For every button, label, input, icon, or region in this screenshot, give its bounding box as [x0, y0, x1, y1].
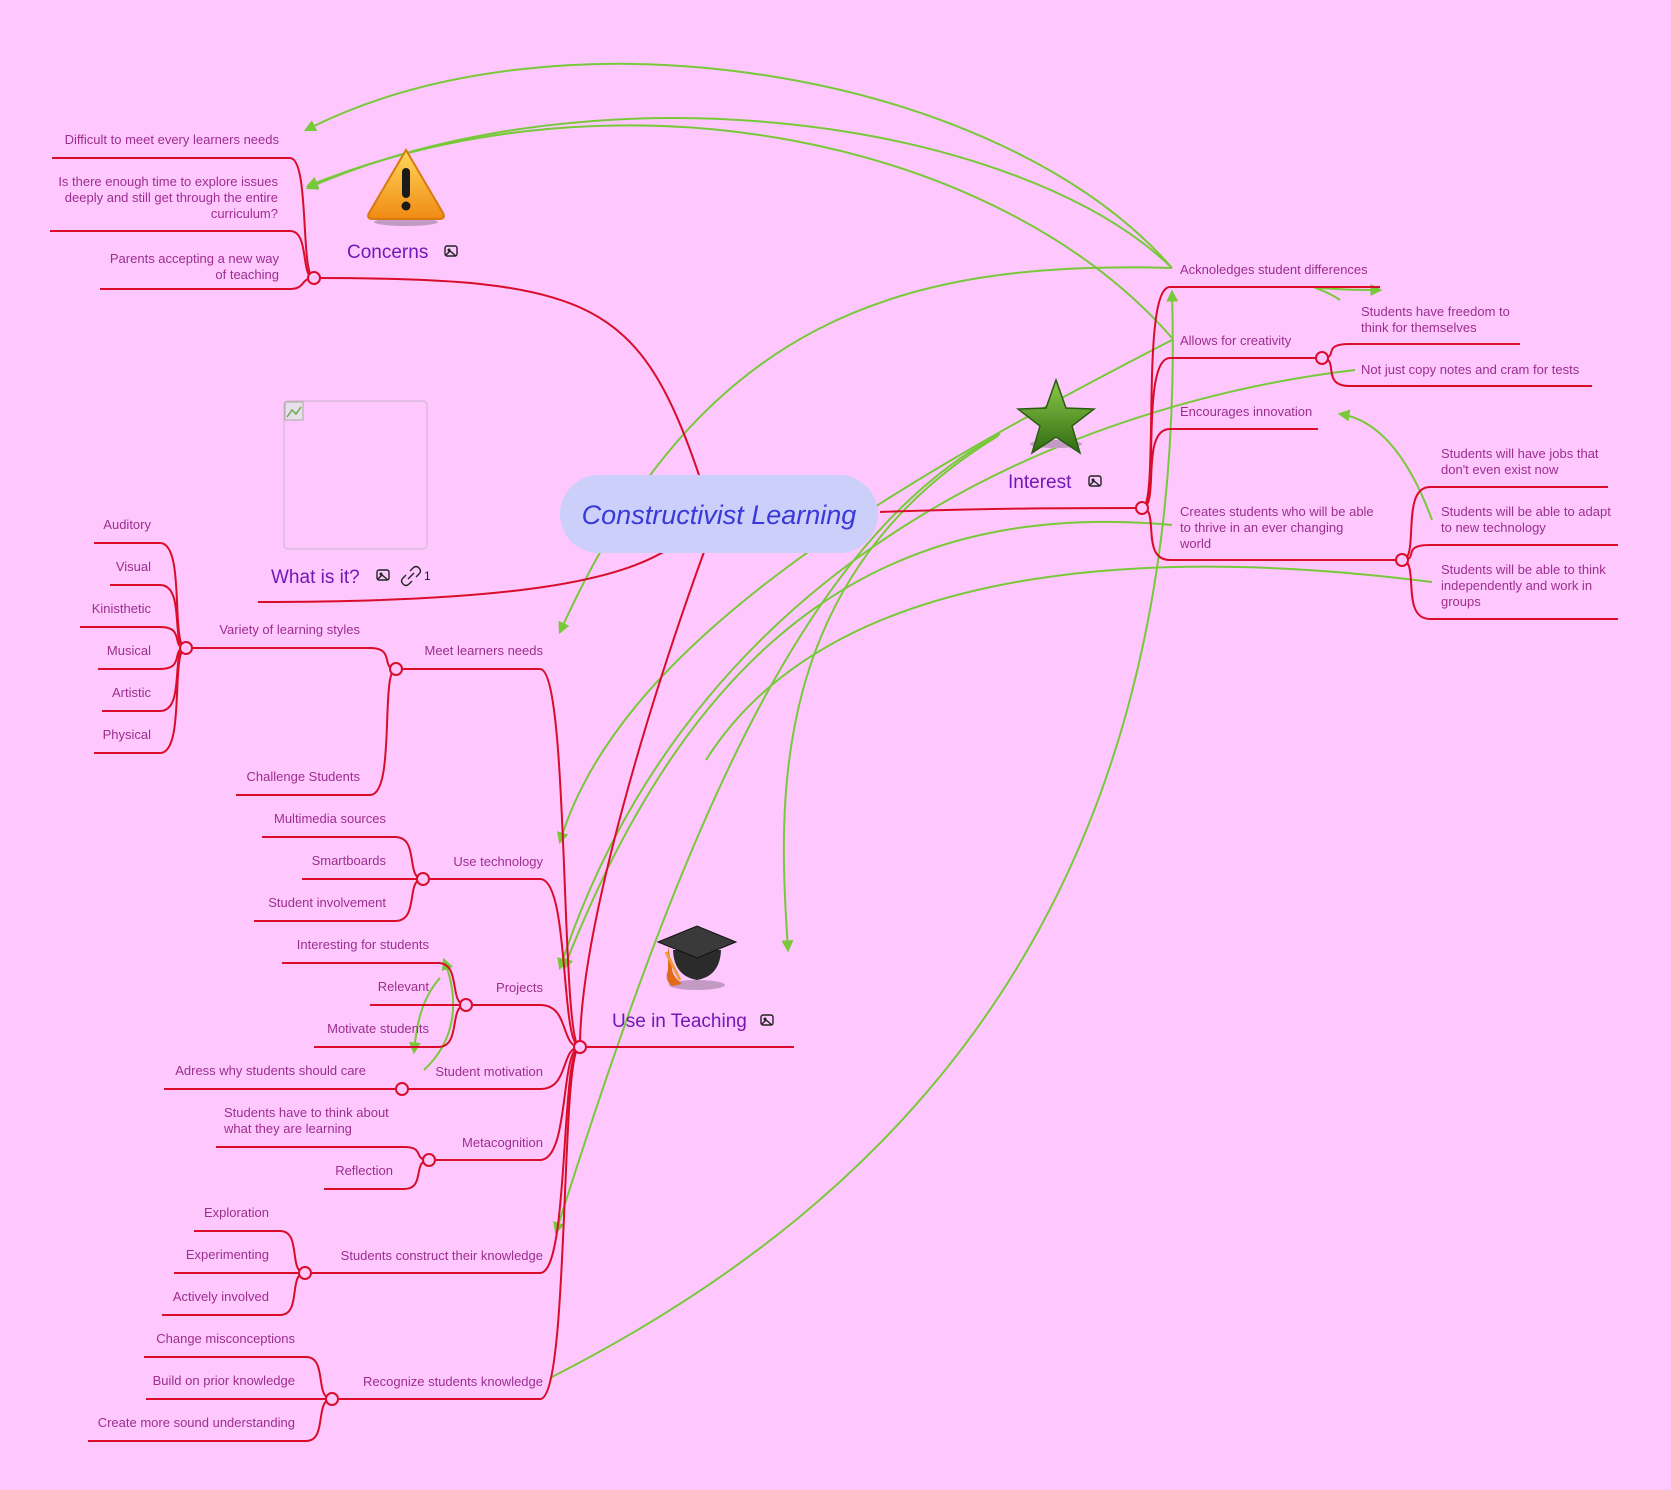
- learning-style-item[interactable]: Artistic: [112, 685, 152, 700]
- star-icon: [1015, 377, 1097, 455]
- relationship-line: [423, 957, 455, 1071]
- relationship-line: [303, 62, 1173, 269]
- interest-item[interactable]: Acknoledges student differences: [1180, 262, 1368, 277]
- teaching-subitem[interactable]: Change misconceptions: [156, 1331, 295, 1346]
- concerns-item[interactable]: Difficult to meet every learners needs: [65, 132, 280, 147]
- teaching-item[interactable]: Students construct their knowledge: [341, 1248, 543, 1263]
- teaching-subitem[interactable]: Smartboards: [312, 853, 387, 868]
- teaching-subitem[interactable]: Student involvement: [268, 895, 386, 910]
- image-icon[interactable]: [376, 569, 390, 581]
- learning-style-item[interactable]: Visual: [116, 559, 151, 574]
- teaching-item[interactable]: Projects: [496, 980, 543, 995]
- relationship-line: [408, 977, 441, 1055]
- link-icon[interactable]: 1: [400, 565, 432, 587]
- central-topic[interactable]: Constructivist Learning: [560, 475, 878, 553]
- teaching-subitem[interactable]: Motivate students: [327, 1021, 429, 1036]
- concerns-items: Difficult to meet every learners needsIs…: [58, 132, 279, 282]
- teaching-connectors: [80, 542, 587, 1442]
- relationship-line: [705, 565, 1433, 761]
- learning-style-item[interactable]: Physical: [103, 727, 152, 742]
- interest-item[interactable]: Allows for creativity: [1180, 333, 1292, 348]
- interest-subitem[interactable]: Not just copy notes and cram for tests: [1361, 362, 1580, 377]
- teaching-item[interactable]: Student motivation: [435, 1064, 543, 1079]
- relationship-line: [553, 433, 1001, 1235]
- interest-topic[interactable]: Interest: [1008, 377, 1102, 493]
- relationship-line: [561, 520, 1173, 971]
- learning-style-item[interactable]: Kinisthetic: [92, 601, 152, 616]
- teaching-subitem[interactable]: Actively involved: [173, 1289, 269, 1304]
- teaching-item[interactable]: Metacognition: [462, 1135, 543, 1150]
- teaching-subitem[interactable]: Variety of learning styles: [219, 622, 360, 637]
- concerns-connectors: [50, 157, 321, 290]
- use-in-teaching-label: Use in Teaching: [612, 1011, 747, 1032]
- broken-image-icon: [283, 400, 428, 550]
- image-icon[interactable]: [760, 1014, 774, 1026]
- relationship-line: [549, 289, 1179, 1379]
- teaching-item[interactable]: Recognize students knowledge: [363, 1374, 543, 1389]
- learning-style-item[interactable]: Auditory: [103, 517, 151, 532]
- learning-style-item[interactable]: Musical: [107, 643, 151, 658]
- concerns-label: Concerns: [347, 242, 428, 263]
- interest-connectors: [1135, 286, 1618, 620]
- relationship-line: [305, 124, 1173, 339]
- central-topic-label: Constructivist Learning: [582, 500, 857, 530]
- teaching-subitem[interactable]: Multimedia sources: [274, 811, 386, 826]
- relationship-line: [305, 117, 1173, 269]
- warning-icon: [367, 148, 445, 226]
- relationship-line: [1313, 283, 1383, 301]
- link-count: 1: [424, 569, 431, 583]
- relationship-line: [557, 369, 1356, 971]
- interest-item[interactable]: Encourages innovation: [1180, 404, 1312, 419]
- main-branches: [257, 277, 1143, 1048]
- teaching-subitem[interactable]: Interesting for students: [297, 937, 430, 952]
- use-in-teaching-topic[interactable]: Use in Teaching: [612, 925, 774, 1032]
- teaching-subitem[interactable]: Experimenting: [186, 1247, 269, 1262]
- image-icon[interactable]: [1088, 475, 1102, 487]
- graduation-cap-icon: [656, 925, 738, 990]
- relationship-line: [1337, 409, 1433, 521]
- teaching-subitem[interactable]: Relevant: [378, 979, 430, 994]
- teaching-subitem[interactable]: Adress why students should care: [175, 1063, 366, 1078]
- teaching-item[interactable]: Use technology: [453, 854, 543, 869]
- teaching-subitem[interactable]: Build on prior knowledge: [153, 1373, 295, 1388]
- teaching-subitem[interactable]: Reflection: [335, 1163, 393, 1178]
- interest-label: Interest: [1008, 472, 1072, 493]
- teaching-subitem[interactable]: Challenge Students: [247, 769, 361, 784]
- what-is-it-topic[interactable]: What is it? 1: [271, 400, 432, 588]
- relationship-line: [781, 435, 999, 953]
- image-icon[interactable]: [444, 245, 458, 257]
- teaching-item[interactable]: Meet learners needs: [424, 643, 543, 658]
- what-is-it-label: What is it?: [271, 567, 360, 588]
- teaching-subitem[interactable]: Exploration: [204, 1205, 269, 1220]
- relationship-lines: [303, 62, 1433, 1379]
- concerns-topic[interactable]: Concerns: [347, 148, 458, 263]
- teaching-subitem[interactable]: Create more sound understanding: [98, 1415, 295, 1430]
